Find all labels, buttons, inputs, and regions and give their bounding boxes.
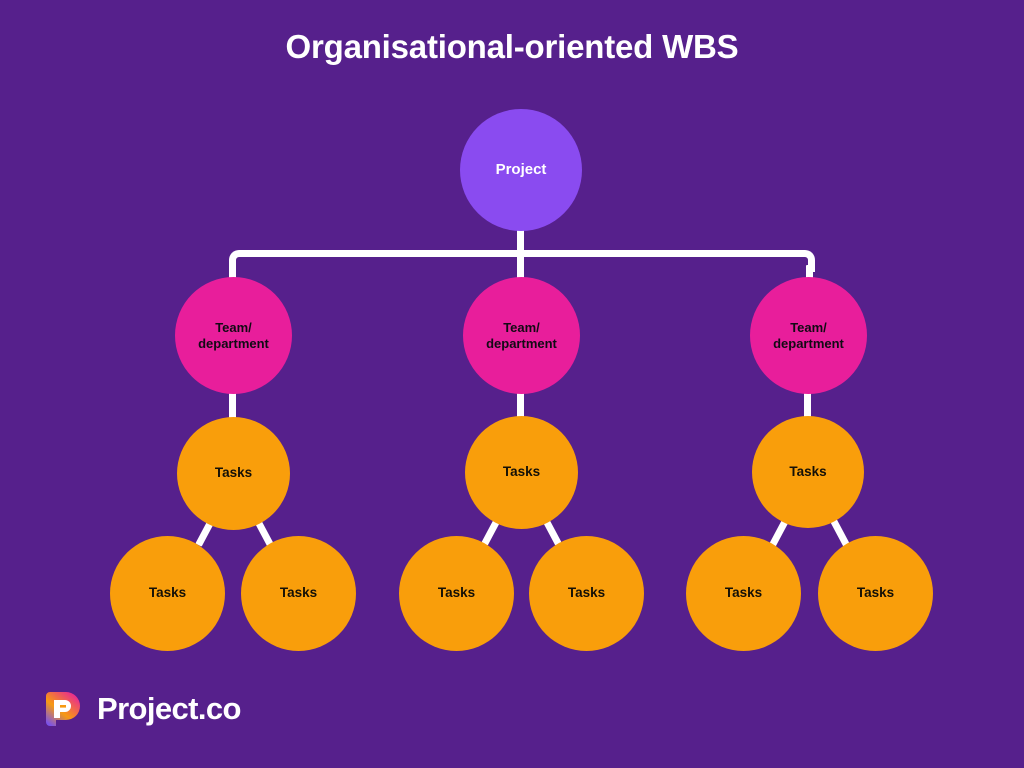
node-label: Tasks xyxy=(567,585,606,601)
connector-branch-riser-1 xyxy=(229,265,236,287)
node-label-line-2: department xyxy=(486,335,557,351)
node-label: Tasks xyxy=(789,463,827,479)
node-label-line-1: Team/ xyxy=(503,319,540,335)
node-label: Tasks xyxy=(856,585,895,601)
node-tasks-child-3-1[interactable]: Tasks xyxy=(686,536,801,651)
node-tasks-child-2-1[interactable]: Tasks xyxy=(399,536,514,651)
node-label: Team/ department xyxy=(486,320,557,352)
connector-root-stem xyxy=(517,228,524,254)
connector-team-to-task-2 xyxy=(517,388,524,422)
node-label: Tasks xyxy=(502,464,541,480)
node-label-line-1: Team/ xyxy=(790,319,827,335)
connector-branch-riser-2 xyxy=(517,250,524,283)
node-label: Team/ department xyxy=(773,320,844,352)
node-tasks-child-1-2[interactable]: Tasks xyxy=(241,536,356,651)
node-label-line-2: department xyxy=(773,335,844,351)
node-label: Tasks xyxy=(148,585,187,601)
node-tasks-child-2-2[interactable]: Tasks xyxy=(529,536,644,651)
node-label: Tasks xyxy=(724,585,763,601)
node-label: Tasks xyxy=(437,585,476,601)
node-label: Tasks xyxy=(214,465,253,481)
node-team-department-3[interactable]: Team/ department xyxy=(750,277,867,394)
page-title: Organisational-oriented WBS xyxy=(285,28,739,65)
connector-bus-corner-right xyxy=(793,250,815,272)
node-team-department-2[interactable]: Team/ department xyxy=(463,277,580,394)
logo-text: Project.co xyxy=(97,691,241,726)
node-tasks-child-1-1[interactable]: Tasks xyxy=(110,536,225,651)
node-team-department-1[interactable]: Team/ department xyxy=(175,277,292,394)
node-label: Team/ department xyxy=(198,320,269,352)
connector-team-to-task-3 xyxy=(804,388,811,422)
node-label: Tasks xyxy=(279,585,318,601)
connector-bus-corner-left xyxy=(229,250,251,272)
node-label: Project xyxy=(495,160,547,178)
node-tasks-parent-3[interactable]: Tasks xyxy=(752,416,864,528)
node-label-line-1: Team/ xyxy=(215,319,252,335)
node-tasks-parent-1[interactable]: Tasks xyxy=(177,417,290,530)
connector-team-to-task-1 xyxy=(229,388,236,422)
node-tasks-parent-2[interactable]: Tasks xyxy=(465,416,578,529)
node-tasks-child-3-2[interactable]: Tasks xyxy=(818,536,933,651)
project-co-logo[interactable]: Project.co xyxy=(42,688,241,730)
node-label-line-2: department xyxy=(198,335,269,351)
project-co-logo-mark-icon xyxy=(46,692,80,726)
connector-branch-riser-3 xyxy=(806,265,813,287)
node-project-root[interactable]: Project xyxy=(460,109,582,231)
